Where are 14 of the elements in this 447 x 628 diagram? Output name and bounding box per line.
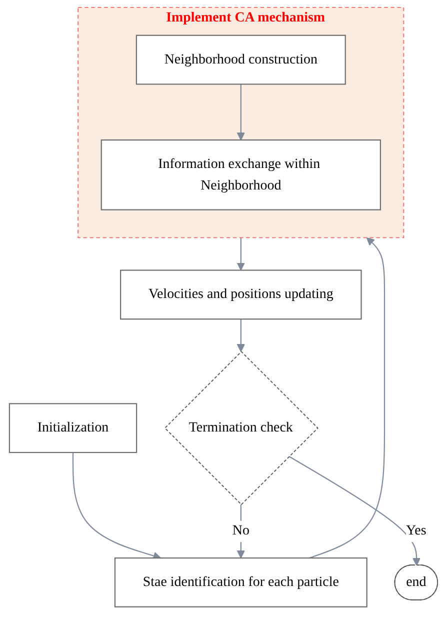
arrow — [236, 84, 245, 140]
node-box: Information exchange within Neighborhood — [100, 139, 381, 210]
arrow — [236, 238, 245, 271]
arrow — [72, 452, 162, 560]
arrow — [309, 237, 386, 559]
node-box: Stae identification for each particle — [114, 557, 368, 608]
node-box: Neighborhood construction — [136, 34, 346, 85]
edge-label: Yes — [406, 524, 426, 538]
edge-label: No — [232, 524, 250, 538]
arrow — [288, 456, 421, 566]
arrow — [236, 319, 245, 352]
node-box: Initialization — [8, 403, 138, 454]
node-diamond: Termination check — [164, 350, 318, 506]
node-box: Velocities and positions updating — [120, 270, 362, 320]
